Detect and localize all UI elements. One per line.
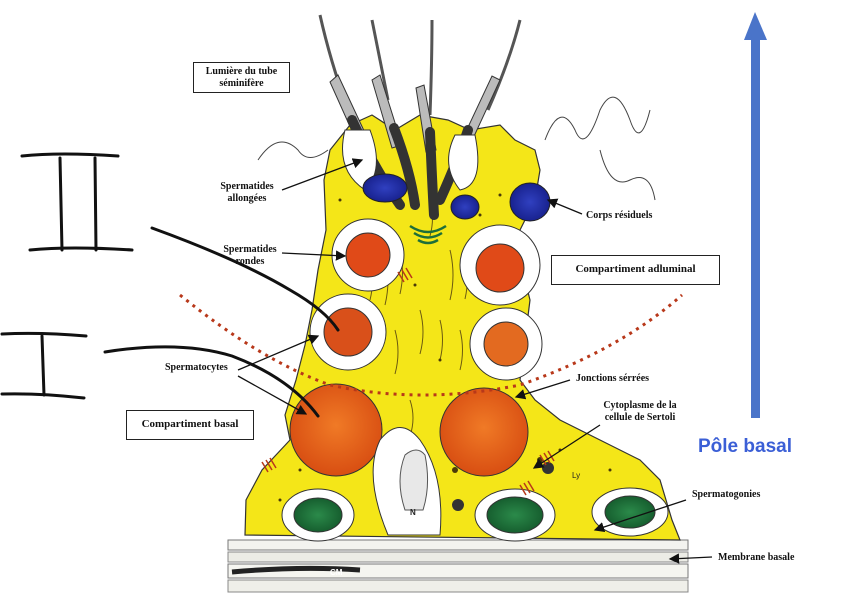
tight-junctions-label: Jonctions sérrées	[576, 373, 650, 384]
nucleus-tag: N	[410, 508, 416, 517]
basal-spermatocytes	[289, 383, 529, 477]
basal-compartment-label: Compartiment basal	[141, 418, 239, 430]
elongated-spermatids-label: Spermatides allongées	[220, 181, 274, 204]
round-spermatids	[331, 218, 541, 306]
ly-tag: Ly	[572, 471, 580, 480]
junction-marks	[261, 267, 555, 496]
lumen-label: Lumière du tube séminifère	[205, 66, 278, 89]
residual-bodies-label: Corps résiduels	[586, 210, 653, 221]
pointer-lines	[237, 158, 713, 564]
spermatogonia	[281, 487, 669, 542]
pole-arrow	[744, 12, 767, 418]
lumen-tails	[257, 96, 656, 201]
handwritten-numeral-ii	[20, 152, 134, 252]
cm-tag: CM	[330, 568, 343, 577]
residual-bodies	[362, 173, 551, 222]
basal-membrane-label: Membrane basale	[718, 552, 795, 563]
myoid-cell	[231, 565, 361, 575]
sertoli-cytoplasm-label: Cytoplasme de la cellule de Sertoli	[603, 400, 677, 423]
basal-membrane-layers	[227, 539, 689, 593]
compartment-boundary	[179, 293, 683, 397]
adluminal-compartment-label: Compartiment adluminal	[575, 263, 696, 275]
adluminal-compartment-box: Compartiment adluminal	[551, 255, 720, 285]
basal-compartment-box: Compartiment basal	[126, 410, 254, 440]
golgi	[409, 224, 447, 245]
spermatogonia-label: Spermatogonies	[692, 489, 761, 500]
spermatocytes-label: Spermatocytes	[165, 362, 228, 373]
handwritten-curves	[103, 226, 340, 418]
lysosome-granules	[452, 462, 554, 511]
lumen-label-box: Lumière du tube séminifère	[193, 62, 290, 93]
round-spermatids-label: Spermatides rondes	[223, 244, 277, 267]
sertoli-nucleus: N	[372, 427, 442, 536]
mid-spermatocytes	[309, 293, 543, 381]
pole-basal-label: Pôle basal	[698, 436, 792, 457]
handwritten-numeral-i	[0, 331, 88, 400]
